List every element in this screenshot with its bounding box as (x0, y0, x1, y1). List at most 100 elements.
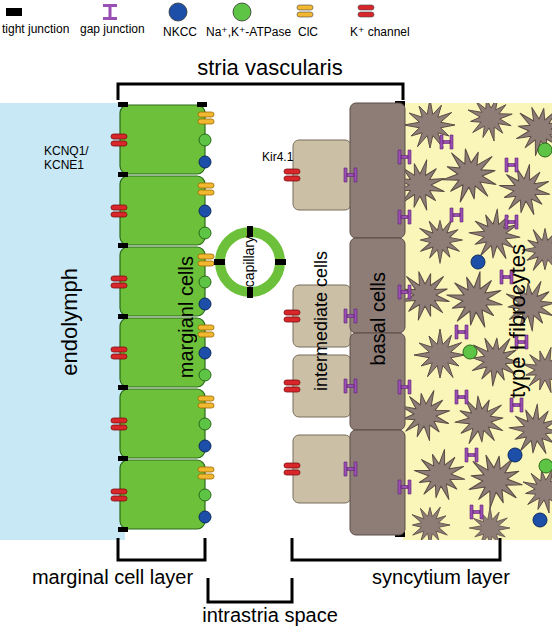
clc (198, 112, 214, 124)
cell-group-node: basal cells (350, 103, 405, 535)
tight-junction (118, 385, 128, 390)
atpase (199, 276, 211, 288)
legend-text: K⁺ channel (350, 25, 410, 39)
k-channel (111, 418, 127, 430)
tight-junction (197, 102, 207, 107)
marginal-cells (120, 105, 205, 529)
intermediate-k-channels (284, 169, 300, 475)
nkcc (471, 255, 485, 269)
atpase (199, 489, 211, 501)
tight-junction (118, 172, 128, 177)
intermediate-cell (293, 435, 351, 503)
nkcc (199, 347, 211, 359)
gap-junction (455, 325, 468, 339)
gap-junction (470, 505, 483, 519)
gap-junction (465, 448, 478, 462)
tight-junction (214, 259, 225, 265)
nkcc (199, 156, 211, 168)
nkcc (199, 511, 211, 523)
basal-cell (350, 103, 405, 238)
legend-swatch (232, 2, 252, 22)
atpase (539, 459, 552, 473)
legend-swatch (296, 4, 314, 18)
annotation-label: Kir4.1 (262, 151, 322, 165)
endolymph-region (0, 103, 125, 540)
marginal-cell (120, 389, 205, 458)
k-channel (284, 310, 300, 322)
legend-text: ClC (298, 25, 318, 39)
k-channel (111, 205, 127, 217)
capillary-ring (214, 226, 286, 298)
node-label: capillary (242, 236, 257, 287)
gap-junction (344, 309, 357, 323)
clc (198, 254, 214, 266)
tight-junction (118, 314, 128, 319)
node-label: margianl cells (175, 256, 197, 378)
capillary-wall (220, 232, 280, 292)
tight-junction (118, 527, 128, 532)
gap-junction (505, 158, 518, 172)
cell-group-node: margianl cells (120, 105, 205, 530)
tight-junction (118, 456, 128, 461)
marginal-k-channels (111, 134, 127, 501)
k-channel (111, 489, 127, 501)
gap-junction (505, 215, 518, 229)
node-label: intermediate cells (312, 251, 332, 391)
tight-junction (275, 259, 286, 265)
gap-junctions (344, 135, 528, 519)
gap-junction (398, 380, 411, 394)
gap-junction (510, 398, 523, 412)
tight-junction (118, 102, 128, 107)
atpase (199, 369, 211, 381)
fibrocyte (461, 103, 519, 145)
cell-group-node: type I fibrocytes (488, 103, 548, 540)
clc (198, 325, 214, 337)
legend-swatch (168, 2, 188, 22)
fibrocyte (405, 258, 461, 329)
legend-text: Na⁺,K⁺-ATPase (206, 25, 291, 39)
atpase (538, 143, 552, 157)
fibrocytes (405, 103, 552, 540)
atpase (463, 345, 477, 359)
clc (198, 467, 214, 479)
clc (198, 183, 214, 195)
gap-junction (440, 135, 453, 149)
fibrocyte (432, 135, 509, 213)
top-bracket (118, 84, 403, 100)
tight-junction (247, 226, 253, 237)
tight-junction (247, 287, 253, 298)
gap-junction (398, 480, 411, 494)
fibrocyte (405, 103, 455, 148)
cell-group-node: intermediate cells (293, 140, 351, 503)
fibrocyte (409, 208, 471, 269)
bracket-syncytium (292, 538, 500, 560)
k-channel (111, 134, 127, 146)
fibrocyte (505, 103, 552, 164)
node-label: endolymph (58, 268, 82, 376)
gap-junction (450, 208, 463, 222)
gap-junction (455, 390, 468, 404)
nkcc (533, 513, 547, 527)
legend-text: NKCC (163, 25, 197, 39)
gap-junction (398, 150, 411, 164)
gap-junction (398, 210, 411, 224)
legend-swatch (6, 8, 22, 16)
legend-text: tight junction (2, 22, 69, 36)
legend-swatch (103, 4, 117, 20)
annotation-label: stria vascularis (140, 55, 400, 80)
node-label: basal cells (367, 272, 389, 365)
nkcc (199, 440, 211, 452)
basal-cell (350, 430, 405, 535)
marginal-cell (120, 105, 205, 174)
annotation-label: KCNQ1/ KCNE1 (44, 145, 98, 173)
basal-cells (350, 103, 405, 535)
bracket-marginal (118, 538, 205, 560)
tight-junction (118, 243, 128, 248)
atpase (199, 134, 211, 146)
gap-junction (398, 285, 411, 299)
marginal-cell (120, 460, 205, 529)
gap-junction (344, 379, 357, 393)
fibrocyte (410, 445, 469, 502)
